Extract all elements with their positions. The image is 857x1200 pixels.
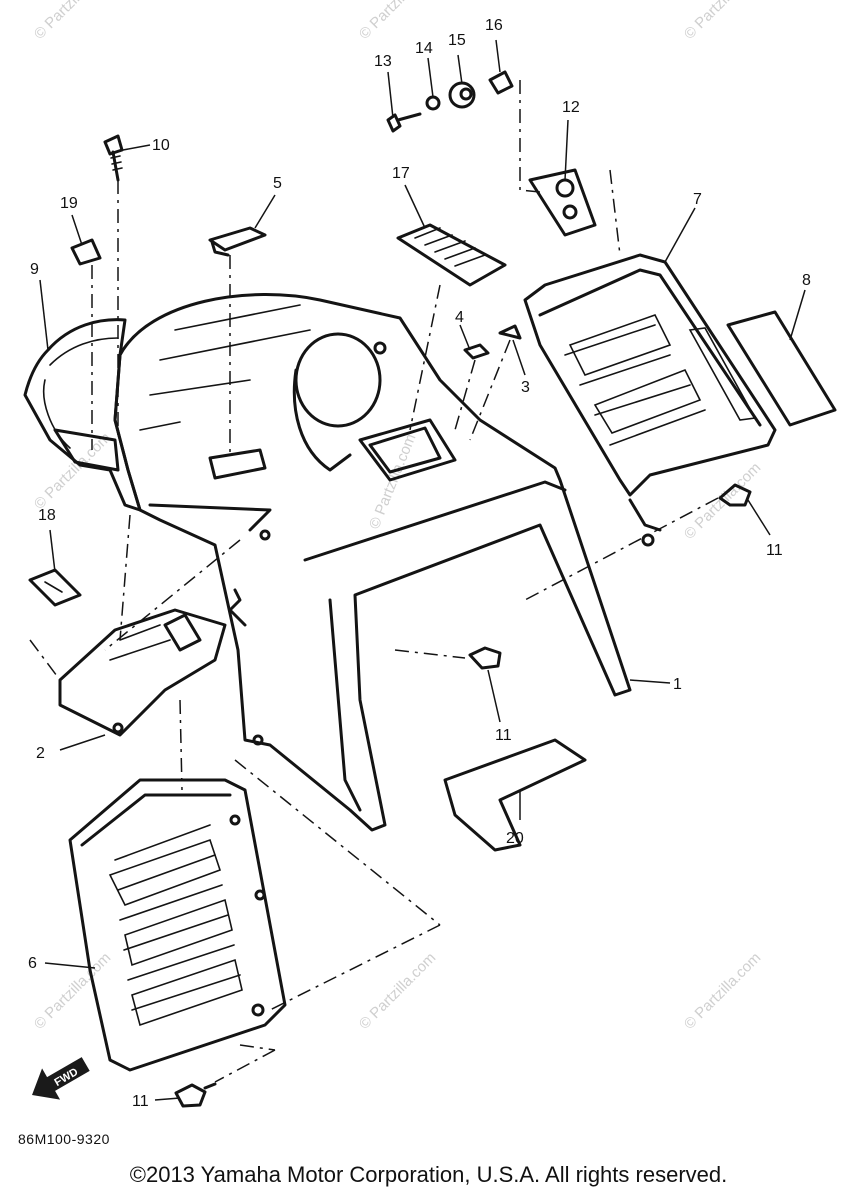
callout-20: 20 — [506, 830, 524, 847]
callout-17: 17 — [392, 165, 410, 182]
part-12-bracket — [528, 168, 597, 237]
callout-4: 4 — [455, 309, 464, 326]
watermark: © Partzilla.com — [31, 0, 114, 43]
watermark: © Partzilla.com — [356, 0, 439, 43]
diagram-code: 86M100-9320 — [18, 1131, 110, 1147]
watermark: © Partzilla.com — [31, 429, 114, 512]
part-7-louver-cover — [523, 253, 777, 547]
part-6-louver-cover — [68, 778, 287, 1072]
watermark: © Partzilla.com — [366, 431, 420, 531]
callout-18: 18 — [38, 507, 56, 524]
callout-9: 9 — [30, 261, 39, 278]
leader-lines — [29, 80, 719, 1083]
part-5-tab — [208, 226, 267, 257]
callout-14: 14 — [415, 40, 433, 57]
part-17-grille — [396, 223, 507, 287]
callout-3: 3 — [521, 379, 530, 396]
watermark: © Partzilla.com — [681, 949, 764, 1032]
front-arrow-label: FWD — [53, 1066, 81, 1089]
part-18-clip — [28, 568, 82, 607]
front-arrow-icon: FWD — [32, 1057, 90, 1100]
watermarks: © Partzilla.com © Partzilla.com © Partzi… — [31, 0, 764, 1033]
callout-6: 6 — [28, 955, 37, 972]
callout-7: 7 — [693, 191, 702, 208]
watermark: © Partzilla.com — [681, 0, 764, 43]
callout-5: 5 — [273, 175, 282, 192]
part-20-plate — [443, 738, 587, 852]
callout-2: 2 — [36, 745, 45, 762]
part-1-front-cover — [113, 293, 632, 832]
callout-15: 15 — [448, 32, 466, 49]
callout-11-center: 11 — [495, 727, 512, 744]
callout-11-bottom: 11 — [132, 1093, 149, 1110]
part-2-box — [58, 608, 227, 737]
callout-1: 1 — [673, 676, 682, 693]
callout-16: 16 — [485, 17, 503, 34]
callout-19: 19 — [60, 195, 78, 212]
callout-13: 13 — [374, 53, 392, 70]
callout-labels: 1 2 3 4 5 6 7 8 9 10 11 11 11 12 13 14 1… — [28, 17, 811, 1110]
copyright-notice: ©2013 Yamaha Motor Corporation, U.S.A. A… — [129, 1162, 728, 1187]
callout-10: 10 — [152, 137, 170, 154]
callout-leaders — [39, 39, 806, 1101]
part-9-side-cover — [23, 318, 142, 512]
callout-12: 12 — [562, 99, 580, 116]
callout-8: 8 — [802, 272, 811, 289]
watermark: © Partzilla.com — [356, 949, 439, 1032]
part-8-plate — [726, 310, 837, 427]
callout-11-right: 11 — [766, 542, 783, 559]
